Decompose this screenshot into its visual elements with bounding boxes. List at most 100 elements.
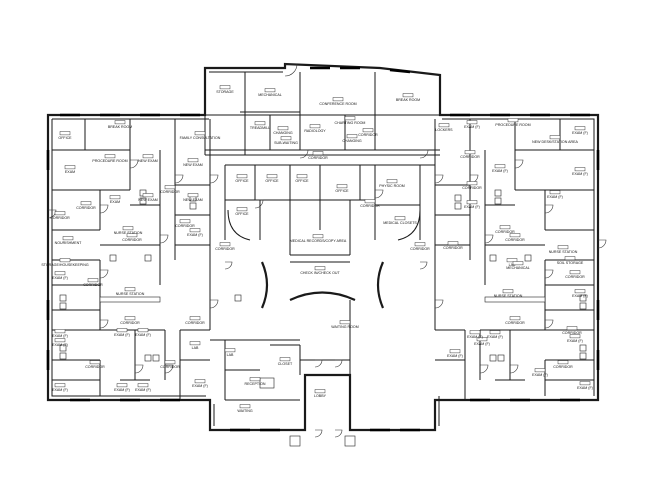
column-footing-left xyxy=(289,435,301,447)
room-number-tag xyxy=(187,193,199,198)
sink-cabinet xyxy=(152,354,160,362)
door[interactable] xyxy=(479,364,489,374)
door[interactable] xyxy=(134,364,144,374)
curved-partition xyxy=(260,261,385,309)
door[interactable] xyxy=(334,429,343,438)
room-label: CORRIDOR xyxy=(358,128,378,137)
room-label: PROCEDURE ROOM xyxy=(495,118,531,127)
room-name: CORRIDOR xyxy=(495,230,515,234)
room-number-tag xyxy=(476,337,488,342)
room-label: EXAM (F) xyxy=(464,120,480,129)
room-number-tag xyxy=(494,164,506,169)
room-number-tag xyxy=(364,199,376,204)
door[interactable] xyxy=(209,299,219,309)
room-label: RECEPTION xyxy=(245,377,266,386)
room-label: CORRIDOR xyxy=(495,225,515,234)
door[interactable] xyxy=(434,299,444,309)
room-label: EXAM (F) xyxy=(467,330,483,339)
room-label: CORRIDOR xyxy=(360,199,380,208)
room-label: LAB xyxy=(506,258,518,267)
door[interactable] xyxy=(434,174,444,184)
room-number-tag xyxy=(557,360,569,365)
room-number-tag xyxy=(506,258,518,263)
room-label: NEW EXAM xyxy=(138,193,158,202)
room-name: STORAGE/HOUSEKEEPING xyxy=(41,263,88,267)
door[interactable] xyxy=(174,174,184,184)
room-label: EXAM (F) xyxy=(492,164,508,173)
room-name: BREAK ROOM xyxy=(396,98,420,102)
door[interactable] xyxy=(164,364,174,374)
room-number-tag xyxy=(507,118,519,123)
room-name: EXAM (F) xyxy=(192,384,208,388)
door[interactable] xyxy=(99,269,109,279)
room-number-tag xyxy=(116,328,128,333)
room-name: EXAM (F) xyxy=(567,339,583,343)
room-name: NOURISHMENT xyxy=(55,241,83,245)
room-number-tag xyxy=(466,200,478,205)
room-number-tag xyxy=(314,266,326,271)
room-label: NEW EXAM xyxy=(183,158,203,167)
room-label: EXAM (F) xyxy=(532,368,548,377)
room-label: BREAK ROOM xyxy=(396,93,420,102)
door[interactable] xyxy=(419,261,428,270)
room-number-tag xyxy=(54,338,66,343)
door[interactable] xyxy=(374,189,384,199)
fixtures xyxy=(59,189,587,389)
door[interactable] xyxy=(484,234,494,244)
door[interactable] xyxy=(284,63,298,77)
check-in-counter[interactable] xyxy=(289,291,356,302)
door-swings xyxy=(47,63,607,438)
door[interactable] xyxy=(544,204,554,214)
door[interactable] xyxy=(509,364,519,374)
door[interactable] xyxy=(209,174,219,184)
sink-cabinet xyxy=(59,344,67,352)
sink-cabinet xyxy=(579,344,587,352)
room-number-tag xyxy=(466,181,478,186)
room-label: CORRIDOR xyxy=(185,316,205,325)
door[interactable] xyxy=(597,239,607,249)
door[interactable] xyxy=(314,429,323,438)
door[interactable] xyxy=(224,261,233,270)
room-label: OFFICE xyxy=(235,207,249,216)
door[interactable] xyxy=(99,319,109,329)
room-label: CORRIDOR xyxy=(160,360,180,369)
door[interactable] xyxy=(544,269,554,279)
room-name: CLOSET xyxy=(278,362,293,366)
room-label: SOIL STORAGE xyxy=(557,256,584,265)
room-label: CHANGING xyxy=(273,126,293,135)
room-name: CORRIDOR xyxy=(83,283,103,287)
room-name: EXAM (F) xyxy=(547,195,563,199)
door[interactable] xyxy=(99,204,109,214)
room-label: CORRIDOR xyxy=(553,360,573,369)
room-name: CORRIDOR xyxy=(562,331,582,335)
door[interactable] xyxy=(129,159,139,169)
room-number-tag xyxy=(569,270,581,275)
door[interactable] xyxy=(334,359,343,368)
room-number-tag xyxy=(124,316,136,321)
door[interactable] xyxy=(47,209,57,219)
room-label: CORRIDOR xyxy=(85,360,105,369)
reception-desk xyxy=(259,377,275,389)
room-label: CORRIDOR xyxy=(410,242,430,251)
door[interactable] xyxy=(544,319,554,329)
door[interactable] xyxy=(159,234,169,244)
door[interactable] xyxy=(419,149,429,159)
room-number-tag xyxy=(54,329,66,334)
sink-cabinet xyxy=(579,294,587,302)
room-label: RADIOLOGY xyxy=(304,124,326,133)
room-name: CHANGING xyxy=(273,131,293,135)
room-number-tag xyxy=(344,116,356,121)
door[interactable] xyxy=(514,159,524,169)
room-label: NURSE STATION xyxy=(114,226,143,235)
room-label: WAITING ROOM xyxy=(331,320,359,329)
room-name: CORRIDOR xyxy=(505,238,525,242)
room-label: OFFICE xyxy=(235,174,249,183)
room-label: CONFERENCE ROOM xyxy=(319,97,357,106)
room-name: CORRIDOR xyxy=(215,247,235,251)
door[interactable] xyxy=(314,359,323,368)
room-name: OFFICE xyxy=(235,179,249,183)
door[interactable] xyxy=(254,199,264,209)
room-number-tag xyxy=(62,236,74,241)
door[interactable] xyxy=(299,149,309,159)
room-number-tag xyxy=(512,261,524,266)
